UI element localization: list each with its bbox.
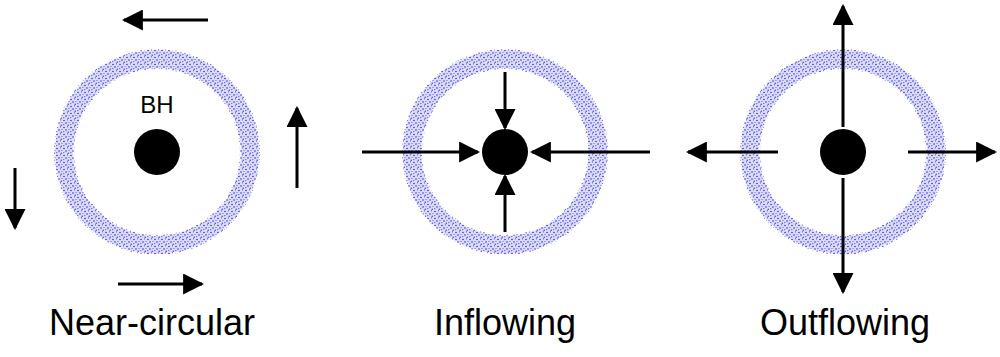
gas-ring	[64, 59, 936, 245]
motion-arrow	[15, 6, 995, 292]
panel-caption: Outflowing	[760, 305, 930, 341]
black-hole-label: BH	[140, 93, 173, 117]
panel-caption: Near-circular	[49, 305, 255, 341]
black-hole	[134, 129, 866, 175]
panel-caption: Inflowing	[434, 305, 576, 341]
